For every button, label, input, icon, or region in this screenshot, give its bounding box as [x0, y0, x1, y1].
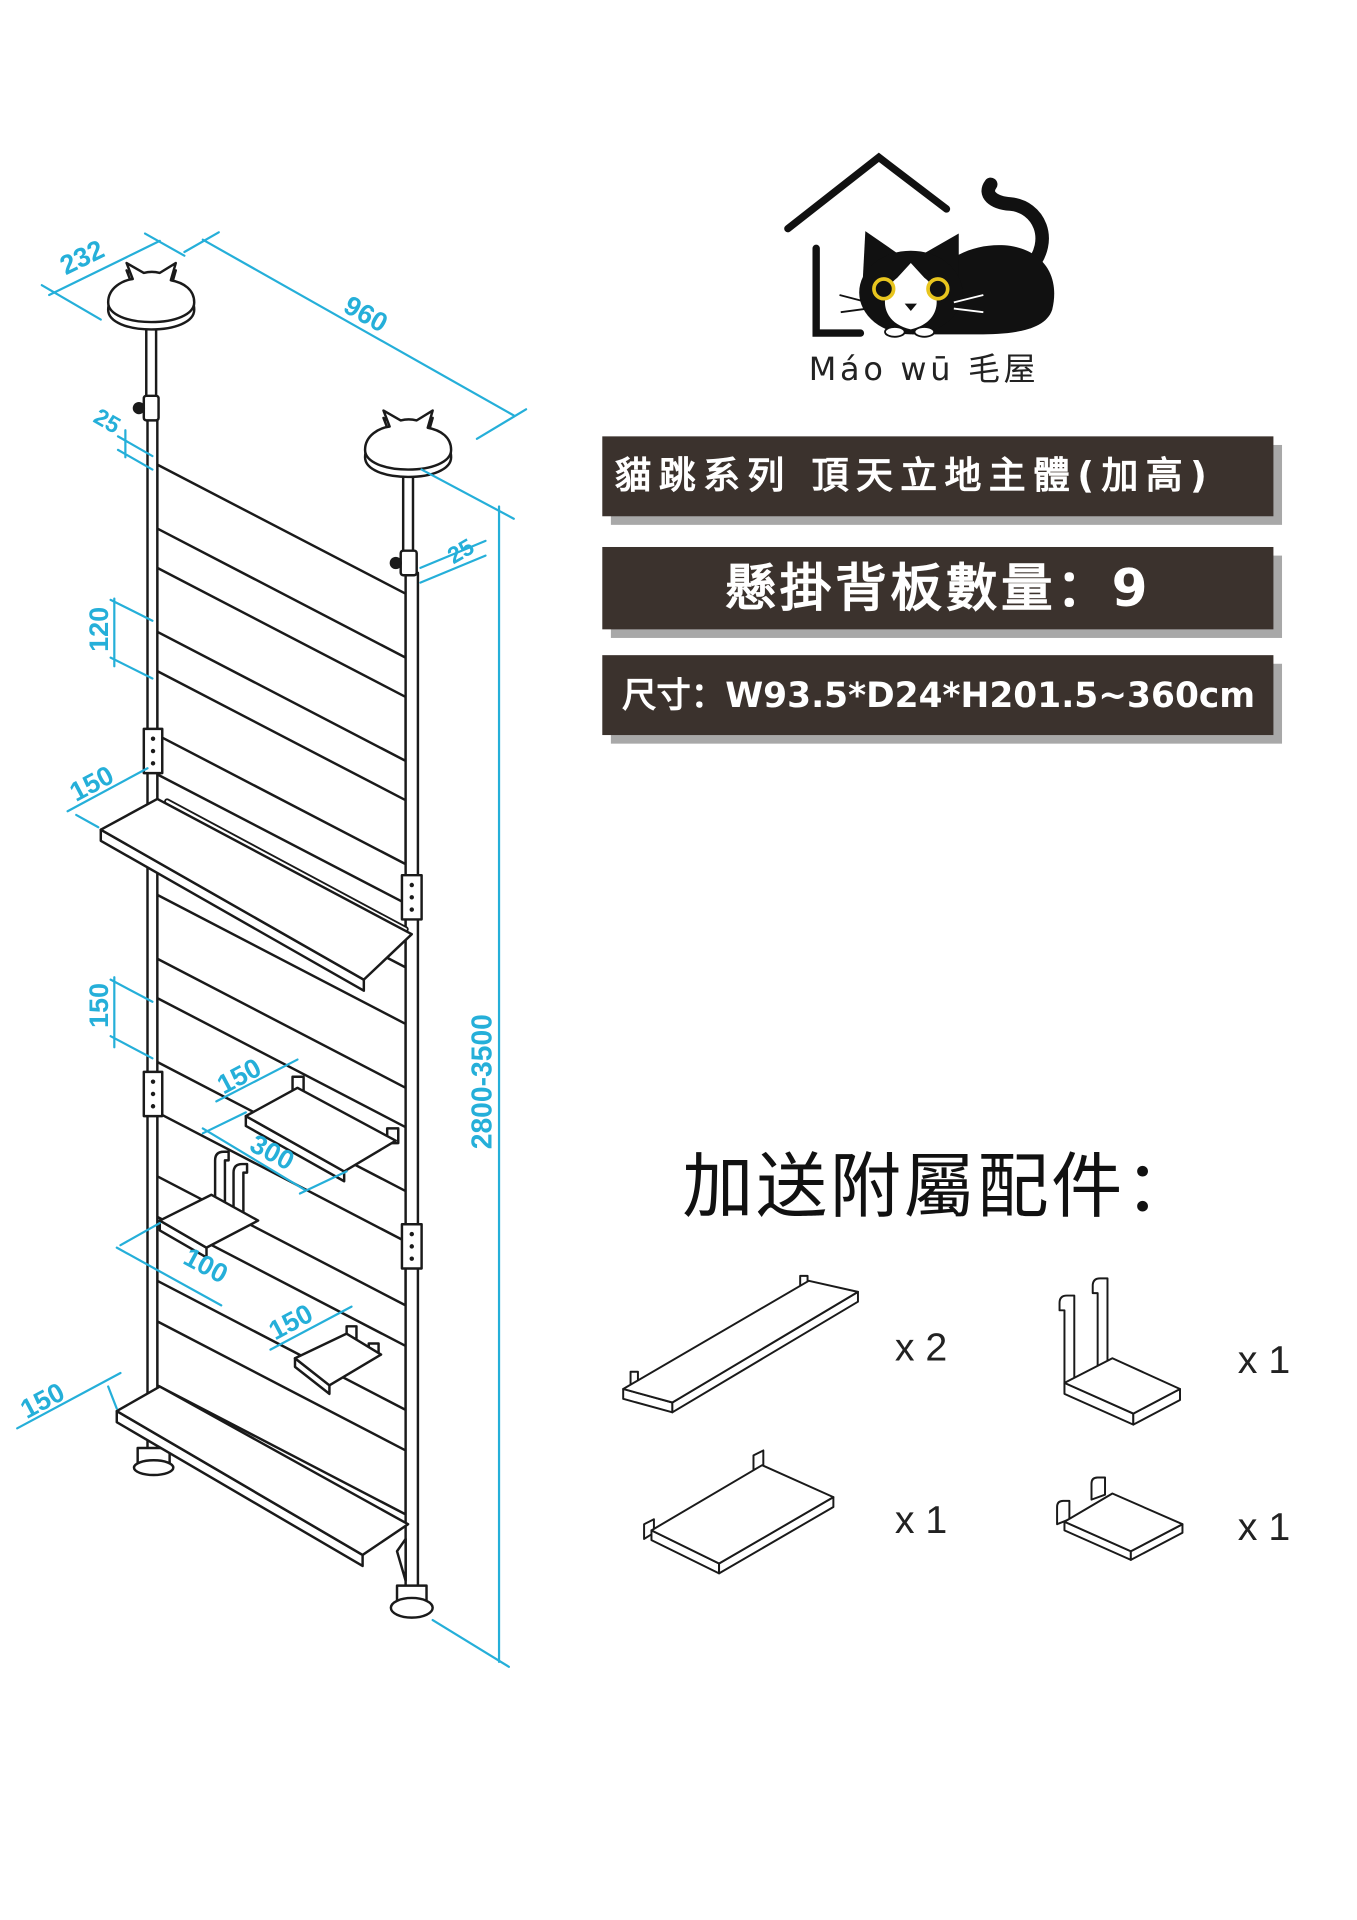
accessory-count: x 1 — [894, 1497, 948, 1542]
accessories-title: 加送附屬配件： — [682, 1144, 1199, 1228]
accessory-count: x 1 — [1237, 1504, 1291, 1549]
adjust-knob-icon — [132, 401, 146, 415]
left-pole — [132, 416, 175, 1477]
dimensions-banner: 尺寸：W93.5*D24*H201.5~360cm — [602, 655, 1274, 736]
dimension-shelf-spacing: 150 — [84, 976, 154, 1060]
series-title-banner: 貓跳系列 頂天立地主體(加高) — [602, 436, 1274, 517]
hook-step-shelf-icon — [1058, 1277, 1181, 1426]
dimension-label: 960 — [339, 290, 393, 338]
dimension-label: 232 — [55, 234, 109, 281]
pole-bracket — [400, 873, 423, 921]
dimension-label: 150 — [16, 1377, 70, 1425]
small-step-shelf-icon — [1056, 1476, 1184, 1561]
accessory-count: x 1 — [1237, 1337, 1291, 1382]
accessory-count: x 2 — [894, 1325, 948, 1370]
dimension-label: 25 — [443, 533, 479, 569]
brand-name: Máo wū 毛屋 — [808, 351, 1040, 389]
dimension-panel-spacing: 120 — [84, 597, 154, 680]
long-board-shelf-icon — [622, 1274, 859, 1414]
top-platform-right — [363, 409, 453, 577]
dimension-label: 25 — [90, 403, 126, 439]
top-platform-left — [106, 261, 196, 422]
dimension-top-offset-right: 25 — [419, 533, 487, 584]
rectangular-shelf-icon — [643, 1449, 835, 1575]
house-with-cat-logo-icon — [784, 152, 1055, 338]
dimension-width: 960 — [183, 231, 528, 440]
panel-count-banner: 懸掛背板數量：9 — [602, 546, 1274, 630]
dimension-bottom-shelf: 150 — [16, 1371, 122, 1430]
pole-bracket — [400, 1223, 423, 1270]
bottom-shelf — [115, 1385, 410, 1568]
adjust-knob-icon — [389, 556, 402, 570]
dimension-height: 2800-3500 — [420, 468, 515, 1668]
step-shelf — [244, 1075, 400, 1183]
hook-step — [158, 1150, 260, 1259]
cat-climbing-frame-diagram: 232 960 25 25 120 150 — [16, 231, 528, 1668]
pole-bracket — [142, 1070, 164, 1118]
pole-bracket — [142, 727, 164, 775]
dimension-label: 120 — [84, 607, 114, 652]
right-pole — [389, 571, 434, 1619]
main-shelf — [99, 797, 414, 992]
dimension-label: 2800-3500 — [466, 1014, 498, 1149]
dimension-label: 150 — [65, 760, 119, 808]
small-step — [293, 1325, 383, 1396]
pole-brackets — [142, 727, 423, 1270]
dimension-label: 150 — [84, 983, 114, 1028]
